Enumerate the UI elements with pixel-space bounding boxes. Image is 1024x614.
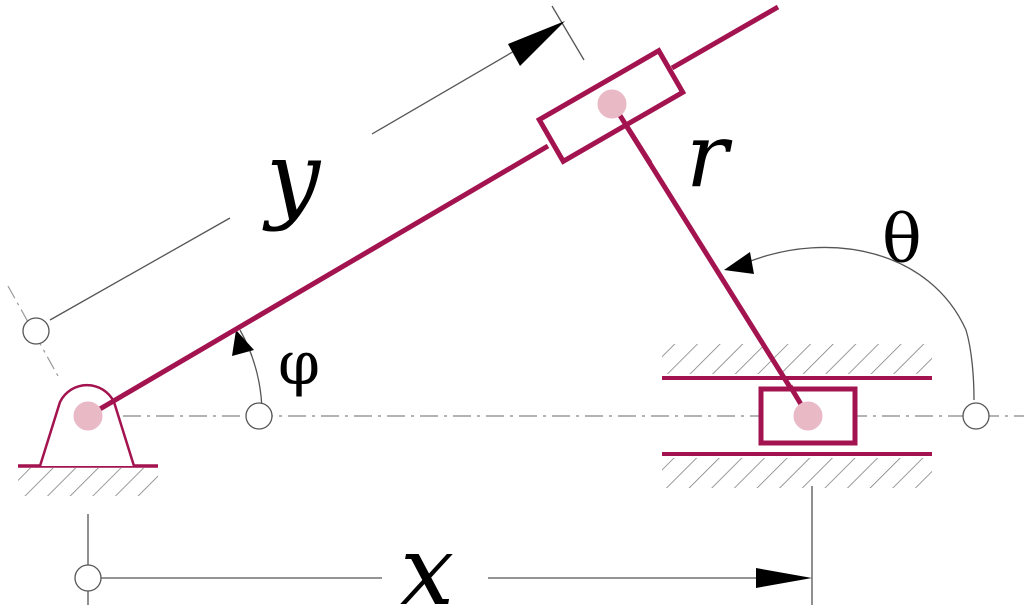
fixed-pivot-pin (73, 401, 103, 431)
slider-guides (662, 376, 932, 456)
ground-hatch-left (18, 468, 158, 496)
rocker-link-upper (670, 4, 780, 71)
dimension-y-line-lower (49, 217, 231, 321)
angle-theta (724, 246, 990, 430)
dimension-y-arrowhead (508, 21, 565, 66)
ground-hatch-lower-guide (662, 458, 932, 488)
angle-theta-arrowhead (724, 252, 754, 274)
angle-phi (232, 329, 273, 430)
dimension-y-origin-circle (22, 317, 50, 345)
dimension-x-origin-circle (74, 564, 102, 592)
horizontal-slider-pin (793, 401, 823, 431)
angle-theta-reference-circle (962, 402, 990, 430)
rocker-extension-line (7, 285, 59, 377)
label-x: x (400, 515, 454, 614)
angle-theta-arc (747, 246, 975, 401)
label-phi: φ (278, 329, 320, 399)
dimension-x (74, 486, 813, 605)
rocker-link-lower (86, 143, 550, 419)
rocker-slider-pin (597, 89, 627, 119)
dimension-y (22, 5, 585, 345)
dimension-x-arrowhead (756, 568, 812, 588)
dimension-y-line-upper (371, 49, 517, 135)
label-y: y (262, 121, 322, 233)
dimension-y-extension-tick (551, 5, 585, 61)
ground-hatching (18, 344, 932, 496)
angle-phi-reference-circle (245, 402, 273, 430)
ground-hatch-upper-guide (662, 344, 932, 374)
angle-phi-arrowhead (232, 330, 254, 356)
label-r: r (686, 104, 733, 207)
label-theta: θ (882, 201, 922, 278)
